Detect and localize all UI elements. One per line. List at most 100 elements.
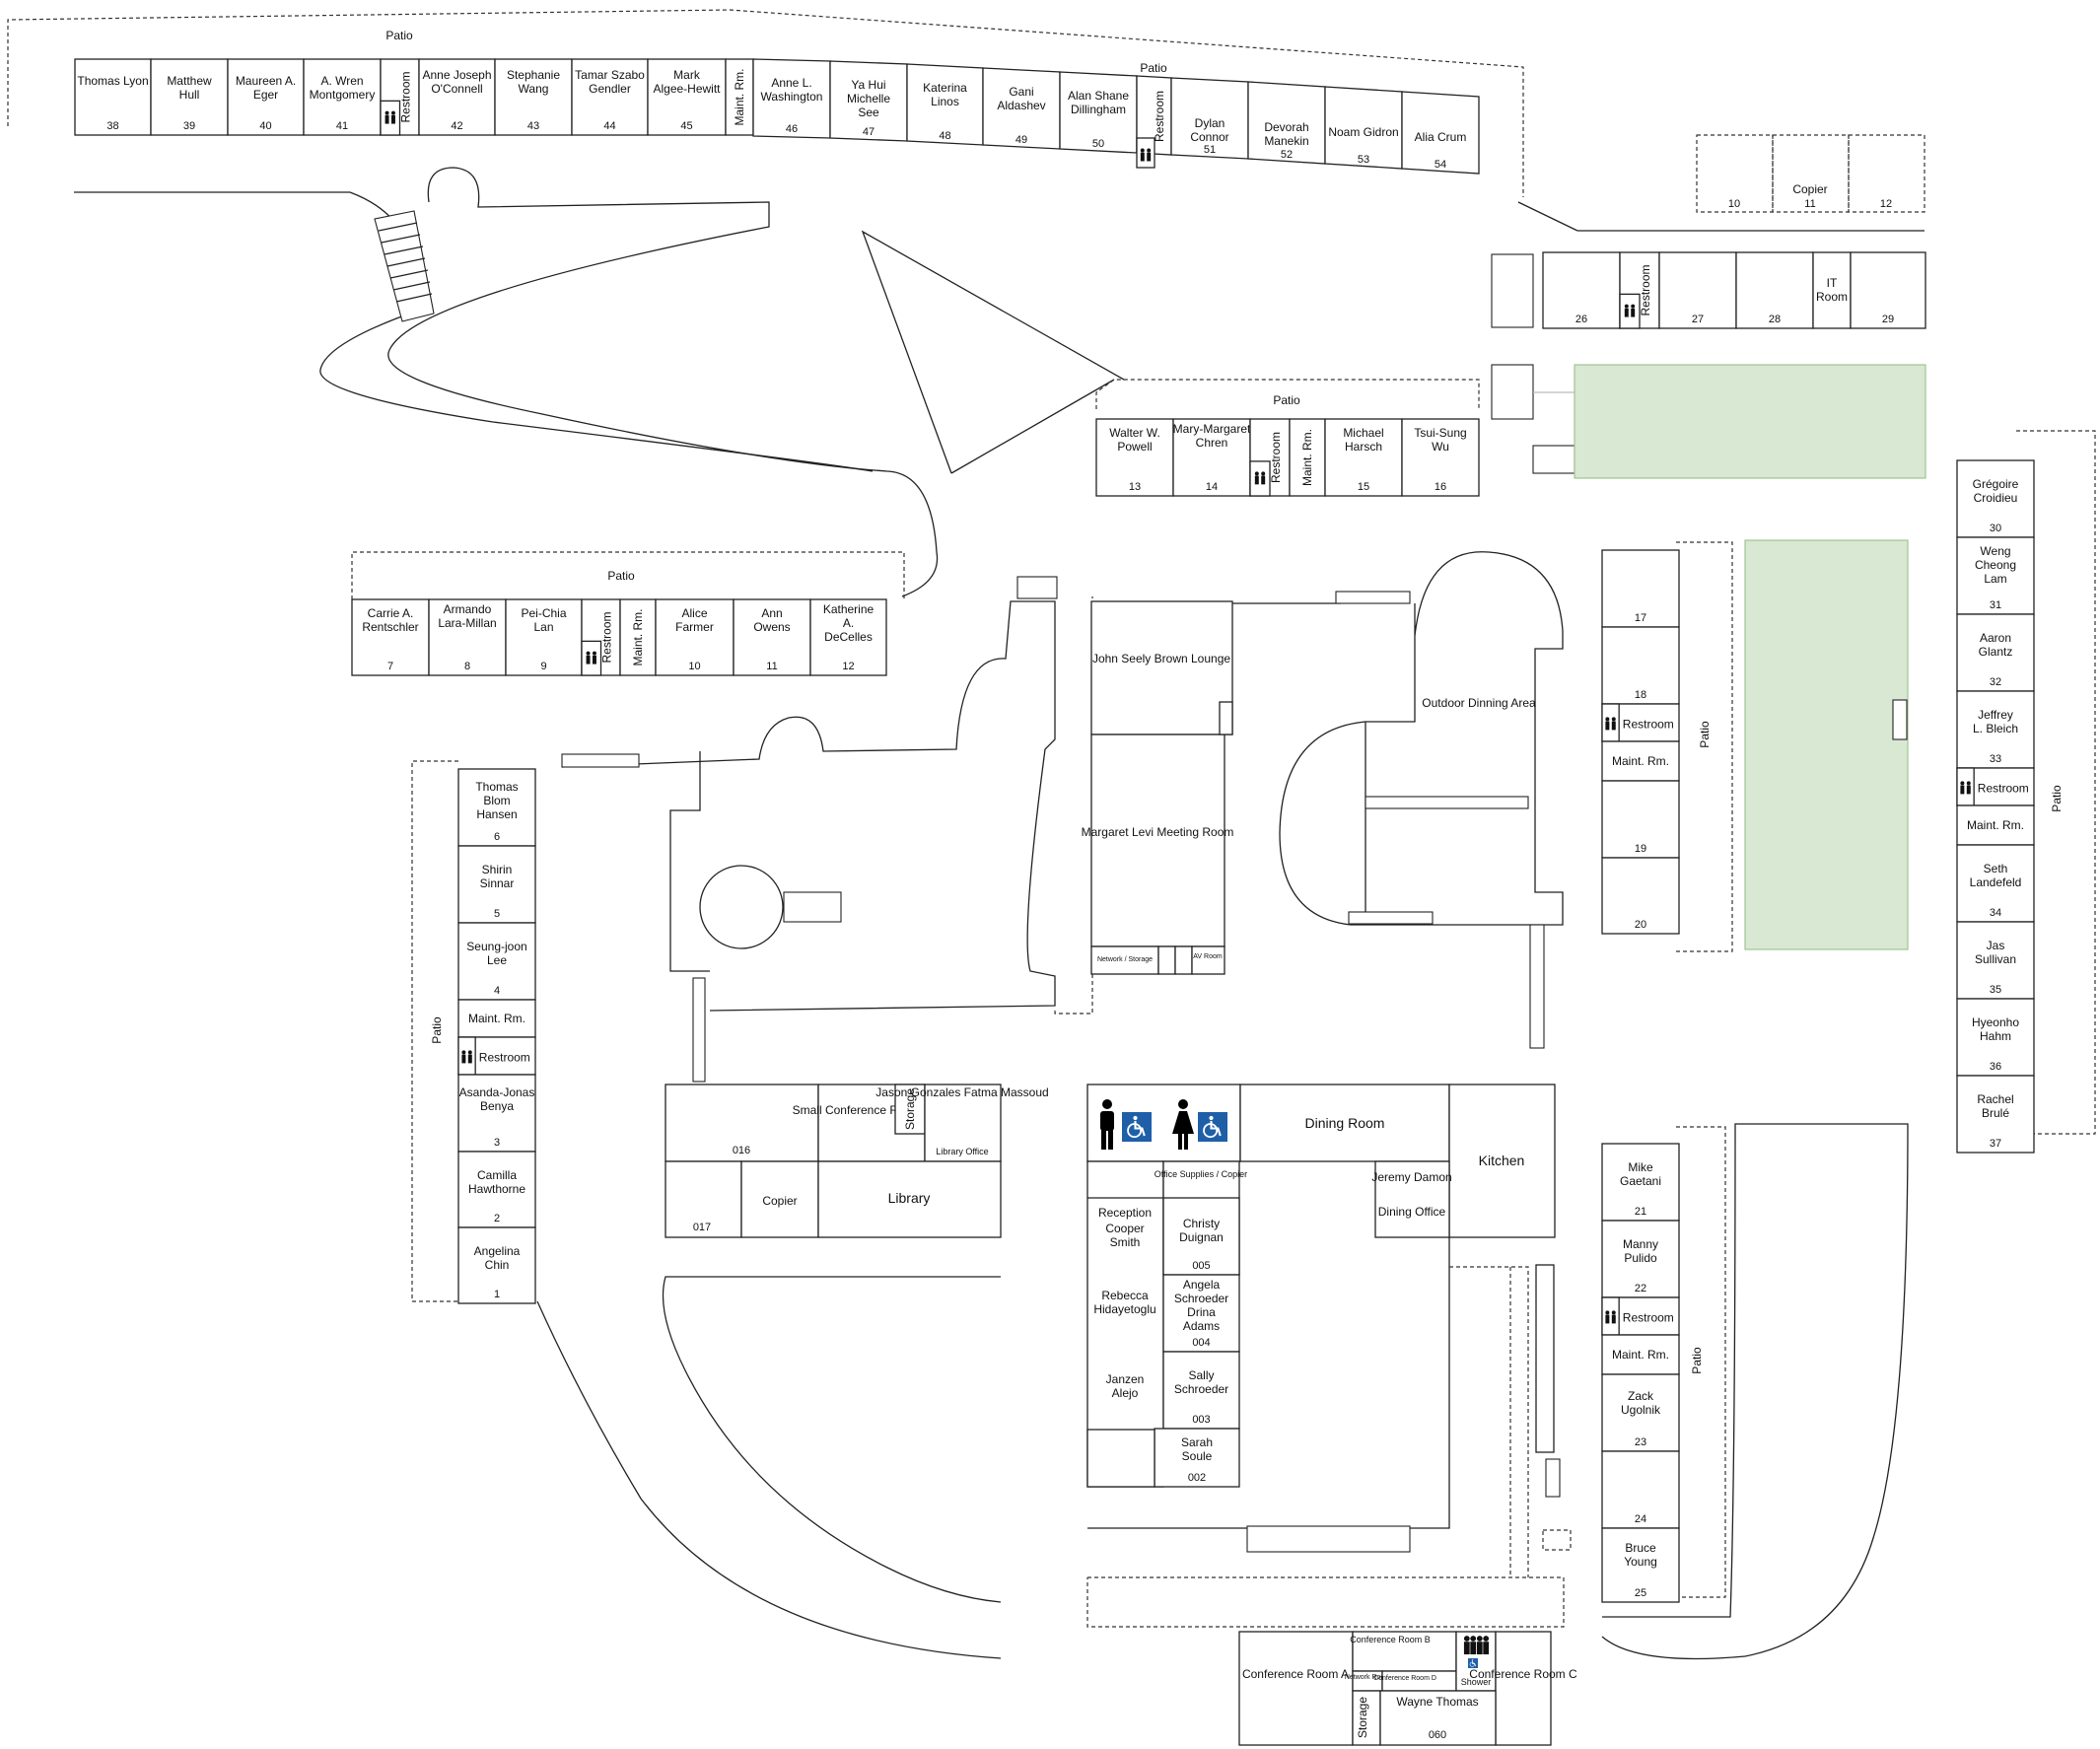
restroom: Restroom xyxy=(1249,418,1291,497)
maintenance-label: Maint. Rm. xyxy=(1612,1348,1669,1362)
path-edge xyxy=(393,245,1115,474)
room-number: 17 xyxy=(1635,612,1646,624)
room-number: 22 xyxy=(1635,1283,1646,1294)
office: 19 xyxy=(1601,780,1680,859)
office-outline xyxy=(1601,549,1680,628)
office-outline xyxy=(505,598,583,676)
office-outline xyxy=(1956,1075,2035,1154)
office-outline xyxy=(1848,134,1925,213)
conference-room-a xyxy=(1238,1631,1354,1746)
restroom: Restroom xyxy=(1601,703,1680,742)
room-number: 23 xyxy=(1635,1436,1646,1448)
room-number: 3 xyxy=(494,1137,500,1149)
room-number: 52 xyxy=(1281,149,1293,161)
courtyard-path xyxy=(669,751,710,972)
restroom-label: Restroom xyxy=(1639,264,1652,315)
dining-room-label: Dining Room xyxy=(1305,1115,1385,1131)
maintenance-label: Maint. Rm. xyxy=(468,1012,525,1025)
room-number: 29 xyxy=(1882,314,1894,325)
maintenance-room: Maint. Rm. xyxy=(619,598,657,676)
conference-building: Conference Room A Conference Room B Netw… xyxy=(1238,1631,1577,1746)
shower-restroom-icon xyxy=(1463,1636,1490,1654)
east-path-edge xyxy=(1601,1123,1909,1660)
path-edge xyxy=(861,230,1125,474)
office-supplies-label: Office Supplies / Copier xyxy=(1155,1169,1247,1179)
network-storage-label: Network / Storage xyxy=(1097,956,1153,963)
path-edge xyxy=(74,191,405,238)
room-number: 20 xyxy=(1635,919,1646,931)
maintenance-room: Maint. Rm. xyxy=(725,58,754,136)
outdoor-dining-area: Outdoor Dinning Area xyxy=(1279,551,1564,1049)
occupant-name: Noam Gidron xyxy=(1328,125,1398,139)
room-number: 004 xyxy=(1192,1337,1210,1349)
admin-storage xyxy=(1086,1429,1155,1488)
office: 20 xyxy=(1601,857,1680,935)
men-restroom-icon xyxy=(1100,1099,1114,1150)
restroom-icon xyxy=(1463,1636,1477,1654)
accessible-icon xyxy=(1198,1112,1227,1142)
office-outline xyxy=(733,598,811,676)
room-number: 12 xyxy=(842,661,854,672)
courtyard-stairs xyxy=(1016,576,1058,599)
room-number: 26 xyxy=(1575,314,1587,325)
south-patio-box xyxy=(1542,1529,1572,1551)
restroom-icon xyxy=(1476,1636,1490,1654)
restroom: Restroom xyxy=(1619,251,1660,329)
office-outline xyxy=(1601,780,1680,859)
courtyard-stairs xyxy=(692,977,706,1083)
room-060-number: 060 xyxy=(1429,1729,1446,1741)
occupant-name: Anne L.Washington xyxy=(761,76,823,104)
room-number: 25 xyxy=(1635,1587,1646,1599)
office: 27 xyxy=(1658,251,1737,329)
occupant-name: Carrie A.Rentschler xyxy=(362,606,418,634)
fountain xyxy=(699,865,784,949)
patio-label-middle: Patio xyxy=(1273,393,1300,407)
restroom-icon xyxy=(1254,471,1266,485)
dining-area-outline xyxy=(1279,551,1564,926)
conference-room-a-label: Conference Room A xyxy=(1242,1667,1349,1681)
maintenance-room: Maint. Rm. xyxy=(457,999,536,1038)
restroom-label: Restroom xyxy=(1153,91,1166,142)
office-outline xyxy=(1162,1351,1240,1430)
office-outline xyxy=(1601,857,1680,935)
av-room xyxy=(1191,945,1225,975)
dining-room xyxy=(1239,1084,1450,1162)
room-number: 45 xyxy=(680,120,692,132)
room-number: 32 xyxy=(1990,676,2001,688)
office-outline xyxy=(809,598,887,676)
lounge xyxy=(1090,600,1233,735)
